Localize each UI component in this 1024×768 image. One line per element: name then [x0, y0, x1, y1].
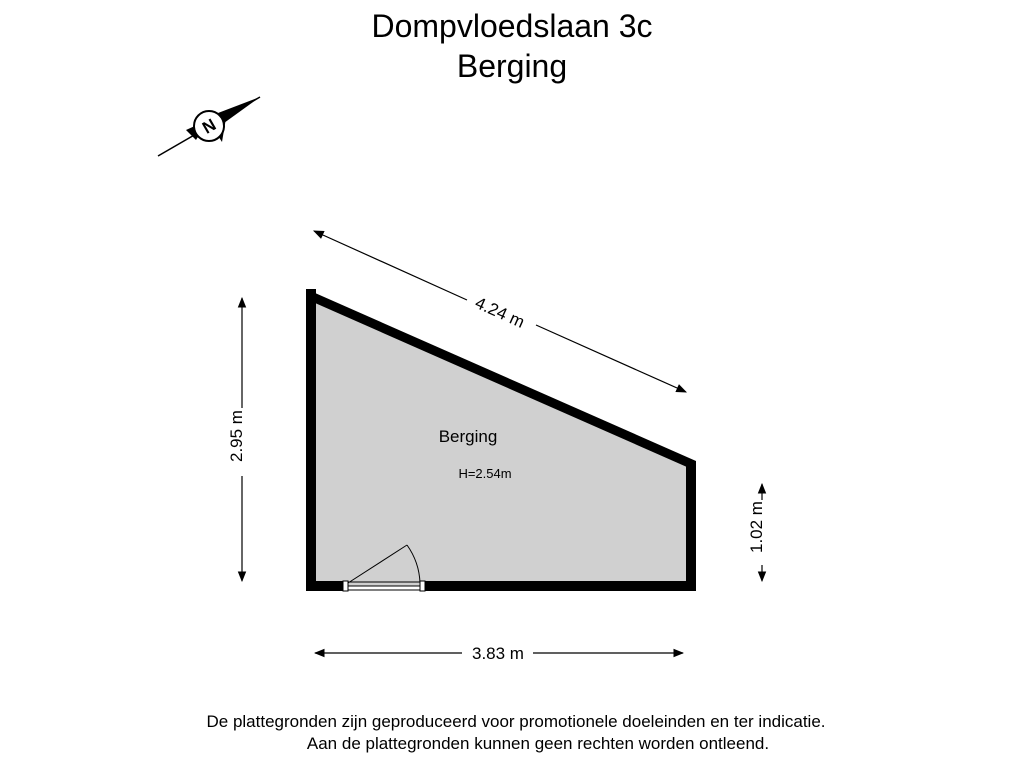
disclaimer-line-2: Aan de plattegronden kunnen geen rechten… — [306, 734, 770, 753]
dimension-right: 1.02 m — [747, 482, 767, 583]
walls — [306, 289, 696, 591]
compass-icon: N — [157, 96, 261, 157]
page-subtitle: Berging — [456, 48, 568, 84]
room-area — [311, 296, 691, 586]
disclaimer-line-1: De plattegronden zijn geproduceerd voor … — [206, 712, 826, 731]
dimension-bottom: 3.83 m — [313, 644, 685, 663]
page-title: Dompvloedslaan 3c — [371, 8, 653, 44]
dimension-diagonal-label: 4.24 m — [472, 293, 527, 332]
dimension-left: 2.95 m — [227, 296, 247, 583]
room-label: Berging — [439, 427, 498, 446]
dimension-right-label: 1.02 m — [747, 501, 766, 553]
dimension-left-label: 2.95 m — [227, 410, 246, 462]
room-height: H=2.54m — [458, 466, 511, 481]
door — [342, 544, 426, 592]
dimension-bottom-label: 3.83 m — [472, 644, 524, 663]
